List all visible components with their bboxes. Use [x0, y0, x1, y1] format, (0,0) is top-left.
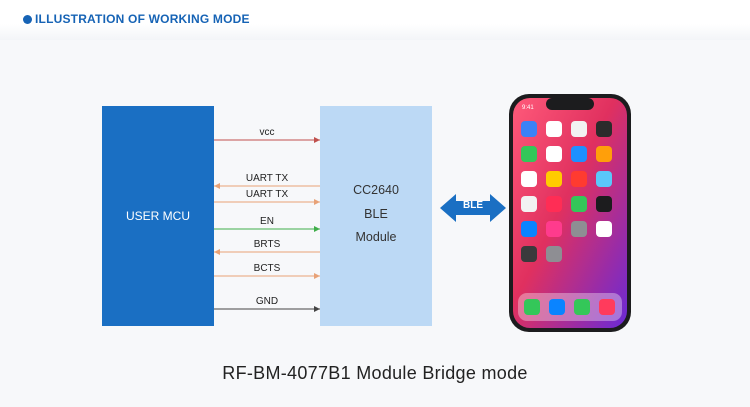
dock-app-icon [524, 299, 540, 315]
bullet-icon [23, 15, 32, 24]
signal-arrowhead-5 [314, 273, 320, 279]
app-icon [571, 146, 587, 162]
app-icon [596, 196, 612, 212]
signal-label-2: UART TX [245, 189, 289, 200]
app-icon [546, 121, 562, 137]
app-icon [521, 221, 537, 237]
app-icon [571, 121, 587, 137]
app-icon [596, 121, 612, 137]
module-line-2: BLE [364, 207, 388, 221]
header-bar: ILLUSTRATION OF WORKING MODE [0, 0, 750, 40]
app-icon [571, 221, 587, 237]
app-icon [596, 221, 612, 237]
dock-app-icon [549, 299, 565, 315]
signal-arrowhead-1 [214, 183, 220, 189]
signal-label-4: BRTS [253, 239, 281, 250]
app-icon [546, 196, 562, 212]
ble-double-arrow [440, 194, 506, 222]
module-line-3: Module [355, 230, 397, 244]
app-icon [596, 146, 612, 162]
signal-arrowhead-0 [314, 137, 320, 143]
svg-text:9:41: 9:41 [522, 105, 534, 111]
module-line-1: CC2640 [353, 183, 399, 197]
signal-arrowhead-4 [214, 249, 220, 255]
app-icon [521, 121, 537, 137]
mcu-block: USER MCU [102, 106, 214, 326]
signal-arrowhead-3 [314, 226, 320, 232]
dock-app-icon [574, 299, 590, 315]
dock-app-icon [599, 299, 615, 315]
app-icon [521, 146, 537, 162]
app-icon [546, 146, 562, 162]
app-icon [546, 221, 562, 237]
smartphone-illustration: 9:41 [509, 94, 631, 332]
module-block: CC2640 BLE Module [320, 106, 432, 326]
section-title: ILLUSTRATION OF WORKING MODE [35, 12, 250, 26]
app-icon [521, 171, 537, 187]
app-icon [546, 171, 562, 187]
signal-label-3: EN [260, 216, 274, 227]
signal-arrowhead-6 [314, 306, 320, 312]
signal-label-1: UART TX [245, 173, 289, 184]
app-icon [571, 171, 587, 187]
diagram-caption: RF-BM-4077B1 Module Bridge mode [222, 363, 528, 383]
app-icon [571, 196, 587, 212]
signal-arrowhead-2 [314, 199, 320, 205]
signal-label-6: GND [255, 296, 279, 307]
ble-link-label: BLE [463, 200, 483, 211]
app-icon [521, 196, 537, 212]
app-icon [521, 246, 537, 262]
app-icon [596, 171, 612, 187]
mcu-label: USER MCU [125, 209, 190, 223]
app-icon [546, 246, 562, 262]
signal-label-0: vcc [259, 127, 275, 138]
signal-label-5: BCTS [253, 263, 281, 274]
